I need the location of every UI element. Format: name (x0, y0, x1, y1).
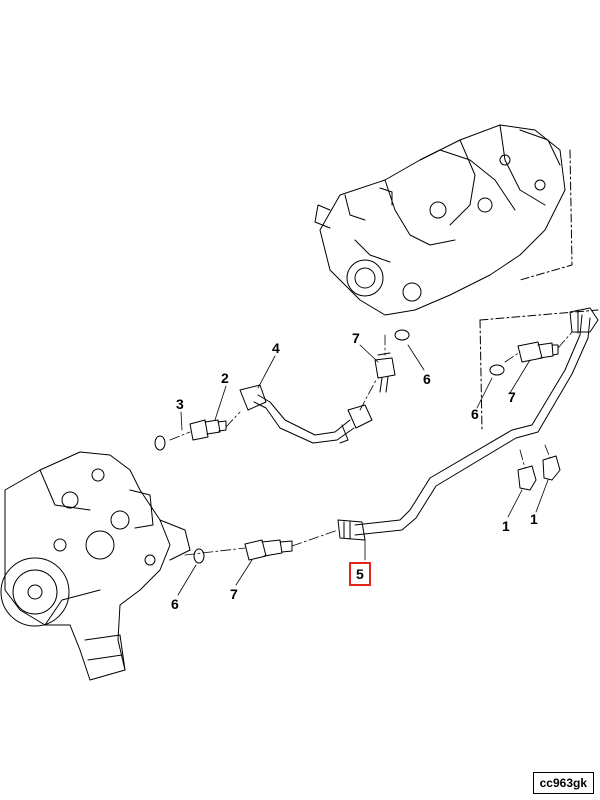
o-ring-3 (154, 435, 166, 451)
fitting-right-7 (517, 341, 559, 363)
callout-5-highlighted: 5 (349, 562, 371, 586)
callout-3: 3 (176, 396, 184, 412)
callout-1-left: 1 (502, 518, 510, 534)
callout-7-right: 7 (508, 389, 516, 405)
o-ring-right-6 (489, 364, 505, 376)
callout-2: 2 (221, 370, 229, 386)
callout-7-lower: 7 (230, 586, 238, 602)
callout-6-right: 6 (471, 406, 479, 422)
fitting-upper-7 (374, 352, 396, 393)
coolant-pipe-long (337, 307, 599, 541)
pipe-clips (517, 455, 561, 491)
reference-code: cc963gk (532, 772, 594, 794)
fitting-lower-7 (244, 539, 293, 561)
o-ring-lower-6 (193, 548, 205, 564)
fitting-left-2 (189, 419, 227, 441)
water-pump-housing (0, 451, 191, 681)
callout-7-upper: 7 (352, 330, 360, 346)
upper-pump-assembly (314, 124, 599, 431)
callout-4: 4 (272, 340, 280, 356)
coolant-pipe-upper (239, 384, 373, 444)
callout-1-right: 1 (530, 511, 538, 527)
callout-6-upper: 6 (423, 371, 431, 387)
callout-6-lower: 6 (171, 596, 179, 612)
o-ring-upper-6 (394, 329, 410, 341)
